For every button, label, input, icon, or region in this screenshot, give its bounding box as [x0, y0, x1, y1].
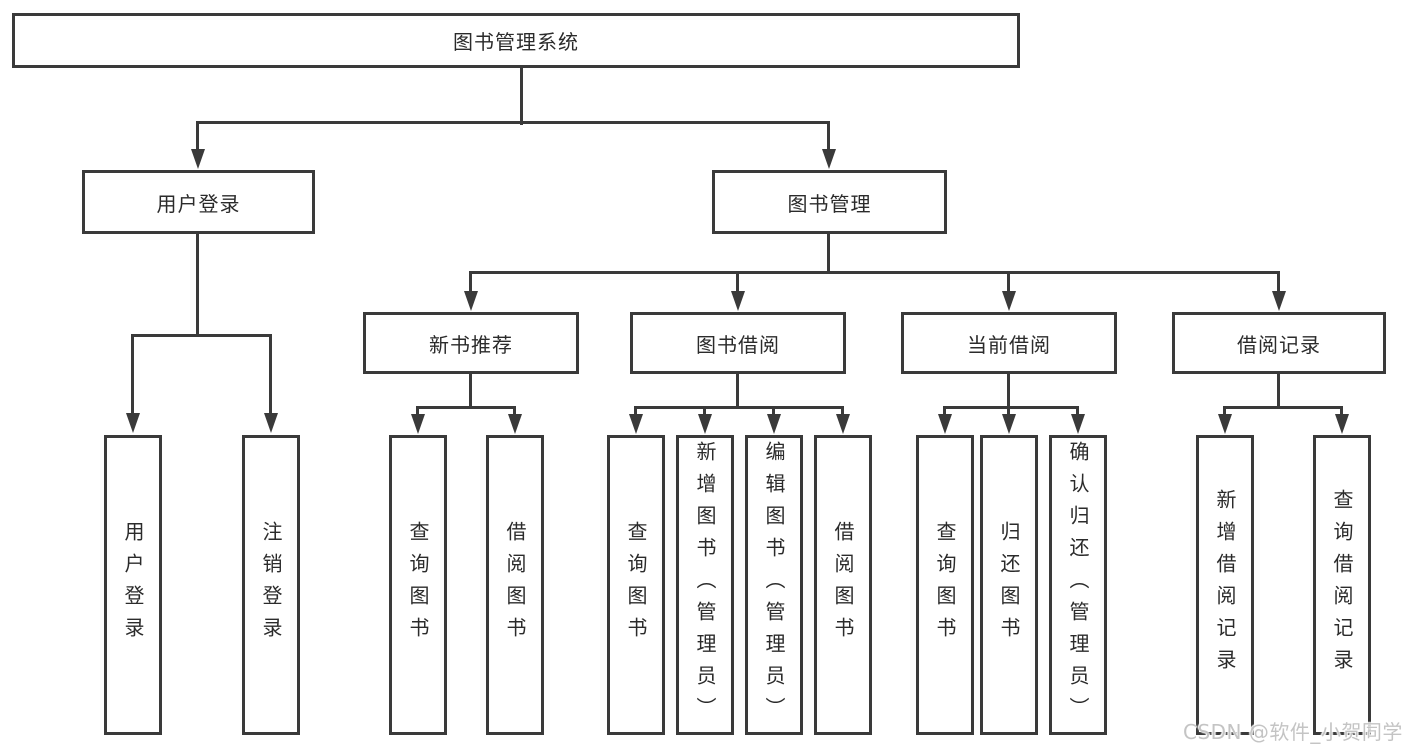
node-label: 查询图书 — [624, 521, 648, 649]
leaf-add-borrow-record: 新增借阅记录 — [1196, 435, 1254, 735]
arrowhead-down-icon — [822, 149, 836, 169]
node-label: 图书借阅 — [696, 332, 780, 357]
node-label: 借阅图书 — [831, 521, 855, 649]
leaf-query-books-2: 查询图书 — [607, 435, 665, 735]
node-label: 新书推荐 — [429, 332, 513, 357]
leaf-add-books-admin: 新增图书（管理员） — [676, 435, 734, 735]
node-label: 图书管理 — [787, 191, 872, 216]
node-book-management: 图书管理 — [712, 170, 947, 234]
arrowhead-down-icon — [698, 414, 712, 434]
connector-line — [196, 123, 199, 151]
connector-line — [469, 273, 472, 293]
leaf-logout: 注销登录 — [242, 435, 300, 735]
connector-line — [131, 334, 272, 337]
arrowhead-down-icon — [767, 414, 781, 434]
connector-line — [634, 406, 844, 409]
connector-line — [1340, 408, 1343, 417]
node-label: 编辑图书（管理员） — [762, 441, 786, 729]
node-label: 新增借阅记录 — [1213, 489, 1237, 681]
connector-line — [1277, 373, 1280, 409]
arrowhead-down-icon — [1218, 414, 1232, 434]
arrowhead-down-icon — [1272, 291, 1286, 311]
node-borrow-records: 借阅记录 — [1172, 312, 1386, 374]
connector-line — [943, 408, 946, 417]
arrowhead-down-icon — [1002, 414, 1016, 434]
connector-line — [841, 408, 844, 417]
connector-line — [772, 408, 775, 417]
connector-line — [634, 408, 637, 417]
node-label: 查询借阅记录 — [1330, 489, 1354, 681]
node-label: 图书管理系统 — [453, 30, 579, 54]
node-label: 用户登录 — [121, 521, 145, 649]
connector-line — [1277, 273, 1280, 293]
leaf-query-books-3: 查询图书 — [916, 435, 974, 735]
node-label: 借阅图书 — [503, 521, 527, 649]
connector-line — [196, 233, 199, 337]
node-book-borrow: 图书借阅 — [630, 312, 846, 374]
node-label: 查询图书 — [406, 521, 430, 649]
arrowhead-down-icon — [938, 414, 952, 434]
connector-line — [269, 335, 272, 415]
connector-line — [131, 335, 134, 415]
arrowhead-down-icon — [191, 149, 205, 169]
node-label: 归还图书 — [997, 521, 1021, 649]
arrowhead-down-icon — [629, 414, 643, 434]
connector-line — [1223, 406, 1343, 409]
node-label: 当前借阅 — [967, 332, 1051, 357]
csdn-watermark: CSDN @软件_小贺同学 — [1183, 720, 1403, 744]
leaf-query-borrow-record: 查询借阅记录 — [1313, 435, 1371, 735]
connector-line — [1223, 408, 1226, 417]
leaf-return-books: 归还图书 — [980, 435, 1038, 735]
node-label: 新增图书（管理员） — [693, 441, 717, 729]
node-current-borrow: 当前借阅 — [901, 312, 1117, 374]
connector-line — [703, 408, 706, 417]
arrowhead-down-icon — [836, 414, 850, 434]
connector-line — [1076, 408, 1079, 417]
connector-line — [520, 67, 523, 125]
node-label: 注销登录 — [259, 521, 283, 649]
node-root-system: 图书管理系统 — [12, 13, 1020, 68]
arrowhead-down-icon — [731, 291, 745, 311]
leaf-borrow-books-2: 借阅图书 — [814, 435, 872, 735]
connector-line — [196, 121, 830, 124]
arrowhead-down-icon — [508, 414, 522, 434]
leaf-edit-books-admin: 编辑图书（管理员） — [745, 435, 803, 735]
leaf-user-login: 用户登录 — [104, 435, 162, 735]
connector-line — [736, 273, 739, 293]
arrowhead-down-icon — [1002, 291, 1016, 311]
node-new-book-recommend: 新书推荐 — [363, 312, 579, 374]
leaf-confirm-return-admin: 确认归还（管理员） — [1049, 435, 1107, 735]
node-user-login: 用户登录 — [82, 170, 315, 234]
connector-line — [1007, 273, 1010, 293]
node-label: 借阅记录 — [1237, 332, 1321, 357]
leaf-borrow-books: 借阅图书 — [486, 435, 544, 735]
arrowhead-down-icon — [126, 413, 140, 433]
node-label: 用户登录 — [156, 191, 241, 216]
connector-line — [827, 233, 830, 274]
connector-line — [513, 408, 516, 417]
arrowhead-down-icon — [1335, 414, 1349, 434]
arrowhead-down-icon — [1071, 414, 1085, 434]
arrowhead-down-icon — [411, 414, 425, 434]
connector-line — [1007, 373, 1010, 409]
connector-line — [736, 373, 739, 409]
arrowhead-down-icon — [464, 291, 478, 311]
node-label: 确认归还（管理员） — [1066, 441, 1090, 729]
connector-line — [469, 271, 1280, 274]
leaf-query-books: 查询图书 — [389, 435, 447, 735]
connector-line — [416, 406, 516, 409]
connector-line — [416, 408, 419, 417]
connector-line — [1007, 408, 1010, 417]
connector-line — [469, 373, 472, 409]
arrowhead-down-icon — [264, 413, 278, 433]
connector-line — [943, 406, 1079, 409]
node-label: 查询图书 — [933, 521, 957, 649]
connector-line — [827, 123, 830, 151]
